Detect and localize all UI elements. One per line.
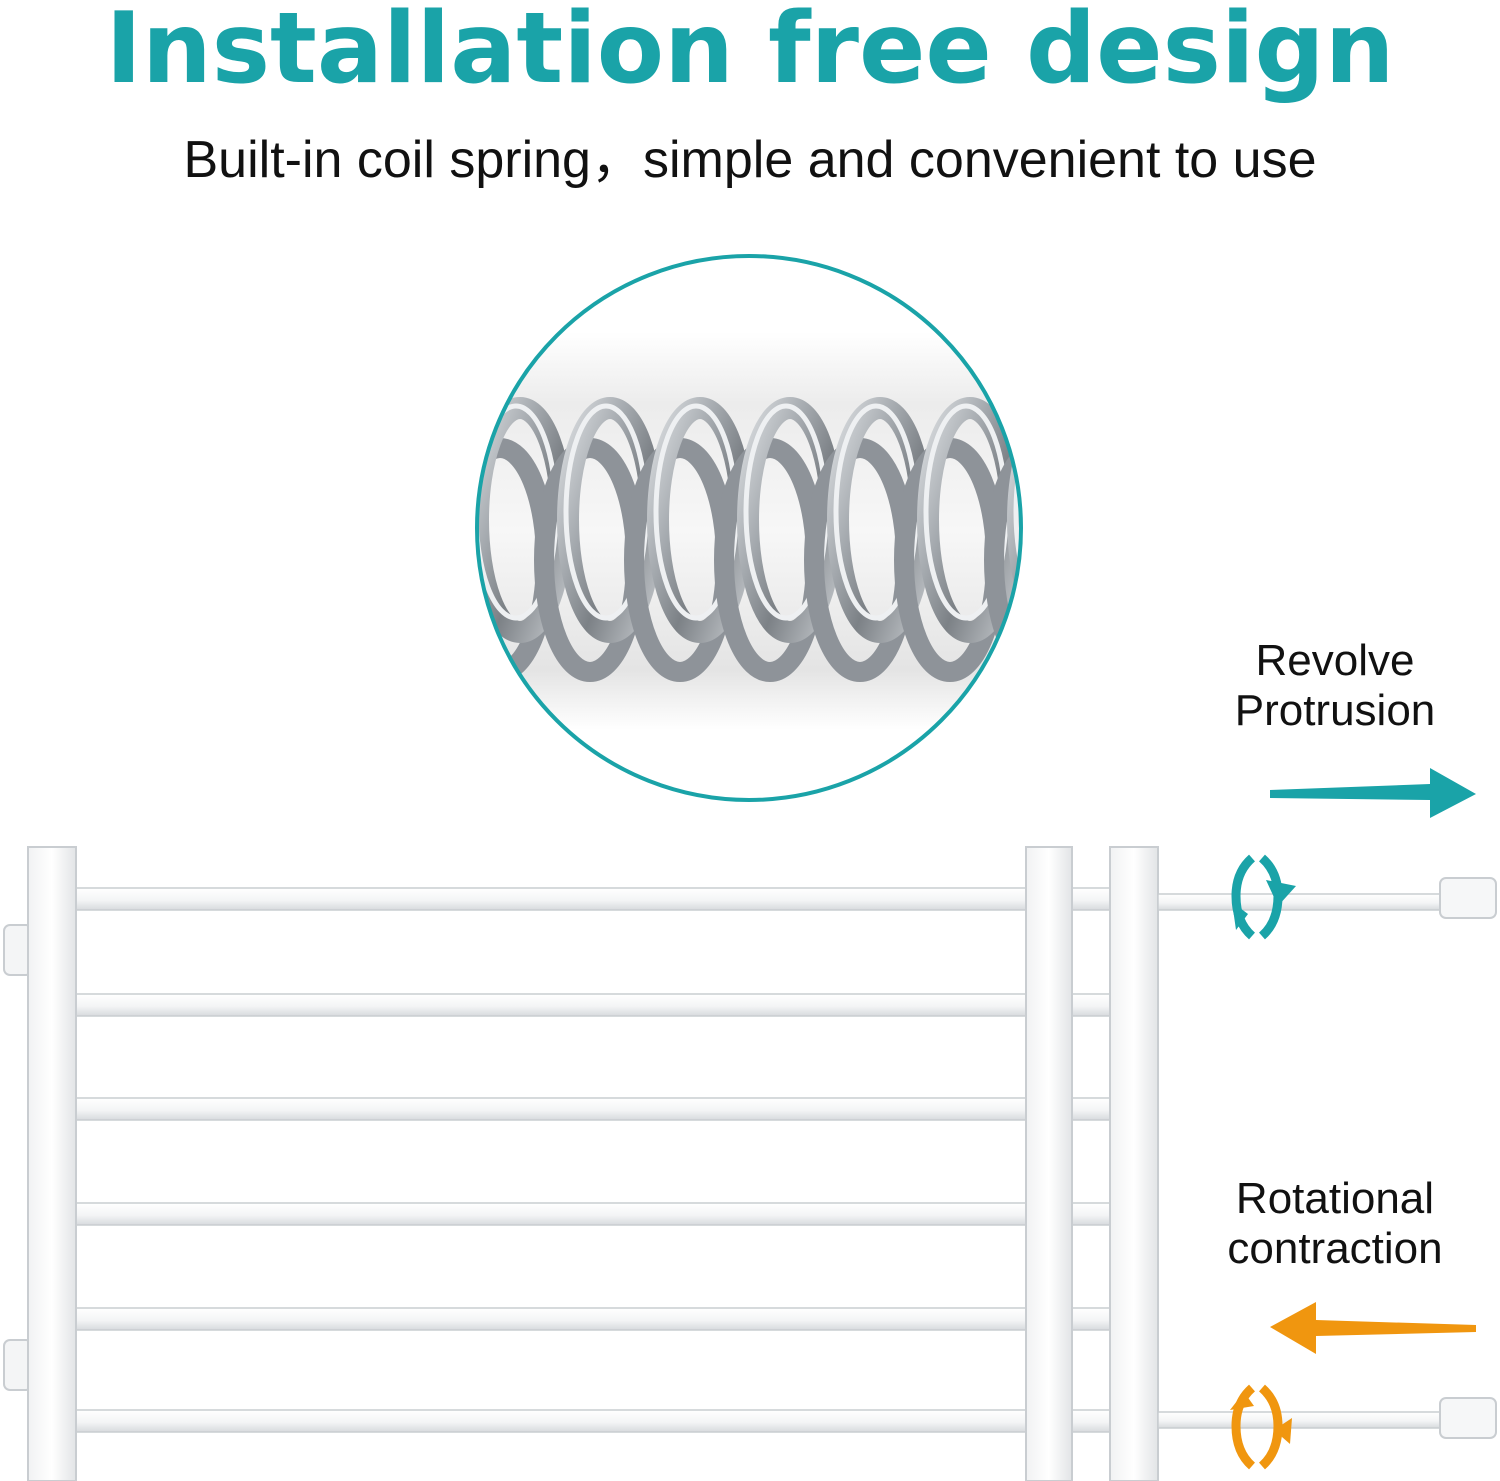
coil-front bbox=[1007, 397, 1021, 643]
frame-bar bbox=[59, 1307, 1121, 1331]
revolve-label-line1: Revolve bbox=[1255, 636, 1415, 685]
arrow-right-icon bbox=[1270, 768, 1476, 818]
revolve-protrusion-label: Revolve Protrusion bbox=[1175, 636, 1495, 736]
coil-highlight bbox=[1013, 403, 1021, 621]
frame-bar bbox=[59, 993, 1121, 1017]
frame-bar bbox=[59, 1097, 1121, 1121]
frame-bar bbox=[59, 1202, 1121, 1226]
extendable-frame bbox=[3, 846, 1497, 1481]
coil-spring-icon bbox=[477, 397, 1021, 682]
rotational-label-line1: Rotational bbox=[1235, 1174, 1435, 1223]
revolve-label-line2: Protrusion bbox=[1234, 686, 1436, 735]
rotate-cw-icon bbox=[1231, 854, 1296, 940]
subheadline: Built-in coil spring，simple and convenie… bbox=[183, 131, 1317, 189]
rotational-contraction-label: Rotational contraction bbox=[1175, 1174, 1495, 1274]
coil-back bbox=[984, 438, 1021, 682]
frame-bar bbox=[59, 887, 1121, 911]
rotate-ccw-icon bbox=[1230, 1384, 1292, 1470]
headline: Installation free design bbox=[105, 0, 1395, 106]
spring-magnifier bbox=[475, 254, 1023, 802]
rotational-label-line2: contraction bbox=[1227, 1224, 1443, 1273]
arrow-left-icon bbox=[1270, 1302, 1476, 1354]
frame-bar bbox=[59, 1409, 1121, 1433]
